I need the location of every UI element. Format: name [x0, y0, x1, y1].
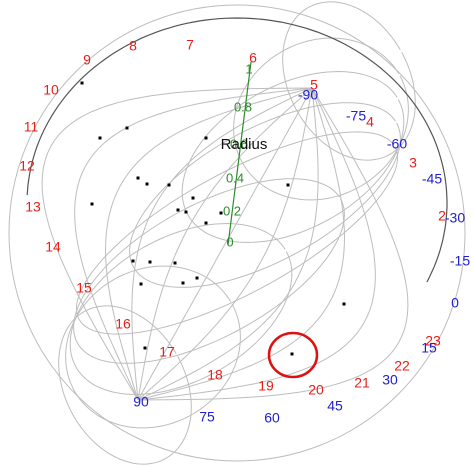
ra-tick-label: 30: [382, 372, 398, 388]
data-point: [286, 183, 290, 187]
hour-tick-label: 5: [310, 77, 318, 93]
highlight-circle: [267, 331, 319, 379]
radius-tick-label: 0.4: [226, 170, 244, 185]
hour-tick-label: 8: [129, 38, 137, 54]
ra-tick-label: -30: [445, 210, 465, 226]
radius-axis-title: Radius: [221, 136, 268, 153]
ra-tick-label: -60: [387, 136, 407, 152]
hour-tick-label: 7: [186, 37, 194, 53]
data-point: [148, 260, 152, 264]
ra-tick-label: -45: [422, 171, 442, 187]
data-point: [90, 202, 94, 206]
ra-tick-label: -90: [298, 87, 318, 103]
data-point: [290, 352, 294, 356]
data-point: [98, 136, 102, 140]
hour-tick-label: 4: [366, 114, 374, 130]
data-point: [145, 182, 149, 186]
meridian-line: [137, 87, 313, 401]
hour-tick-label: 21: [354, 375, 370, 391]
data-point: [125, 126, 129, 130]
data-point: [131, 259, 135, 263]
parallel-line: [181, 70, 405, 243]
ra-tick-label: 15: [421, 340, 437, 356]
meridian-line: [104, 87, 313, 401]
data-point: [80, 81, 84, 85]
hour-tick-label: 11: [24, 119, 39, 135]
hour-tick-label: 6: [249, 50, 257, 66]
hour-tick-label: 3: [409, 155, 417, 171]
ra-tick-label: 60: [264, 410, 280, 426]
parallel-line: [73, 178, 345, 364]
scatter-points: [80, 81, 346, 356]
hour-tick-label: 13: [25, 199, 41, 215]
meridian-line: [137, 87, 346, 401]
data-point: [204, 136, 208, 140]
annotation-marks: [267, 331, 319, 379]
data-point: [219, 211, 223, 215]
parallel-line: [58, 305, 192, 465]
parallel-line: [76, 131, 398, 335]
hour-tick-label: 14: [45, 239, 61, 255]
data-point: [342, 302, 346, 306]
data-point: [143, 346, 147, 350]
meridian-line: [74, 87, 313, 401]
hour-tick-label: 22: [394, 358, 410, 374]
hour-tick-label: 10: [43, 82, 59, 98]
meridian-line: [41, 87, 313, 401]
hour-tick-label: 16: [115, 316, 131, 332]
data-point: [191, 196, 195, 200]
radius-axis: [227, 61, 252, 246]
ra-tick-label: 0: [451, 295, 459, 311]
parallel-line: [69, 222, 293, 395]
data-point: [176, 208, 180, 212]
hour-tick-label: 19: [258, 378, 274, 394]
parallel-line: [65, 265, 241, 429]
meridian-line: [131, 87, 313, 401]
hour-tick-label: 2: [438, 208, 446, 224]
radius-tick-label: 0.8: [234, 99, 252, 114]
hour-tick-label: 23: [425, 333, 441, 349]
hour-tick-label: 18: [207, 367, 223, 383]
sphere-grid: [8, 1, 466, 465]
data-point: [181, 281, 185, 285]
data-point: [167, 183, 171, 187]
radius-tick-label: 1: [245, 61, 252, 76]
ra-tick-label: 45: [327, 398, 343, 414]
hour-tick-label: 12: [19, 158, 35, 174]
meridian-line: [137, 87, 313, 401]
meridian-line: [137, 87, 319, 401]
parallel-line: [282, 1, 416, 161]
hour-tick-label: 20: [308, 382, 324, 398]
ra-tick-label: -75: [346, 108, 366, 124]
ra-tick-label: -15: [450, 253, 470, 269]
data-point: [195, 276, 199, 280]
data-point: [139, 282, 143, 286]
parallel-line: [233, 37, 409, 201]
data-point: [184, 210, 188, 214]
sphere-outline: [8, 4, 466, 462]
radius-tick-label: 0: [226, 234, 233, 249]
parallel-line: [129, 102, 401, 288]
hour-tick-label: 17: [159, 344, 175, 360]
radius-tick-label: 0.2: [223, 203, 241, 218]
meridian-line: [137, 87, 376, 401]
ra-tick-label: 75: [199, 409, 215, 425]
radius-tick-label: 0.6: [230, 136, 248, 151]
ra-tick-label: 90: [133, 394, 149, 410]
hour-tick-label: 15: [76, 280, 92, 296]
meridian-line: [137, 87, 409, 401]
hour-tick-label: 9: [83, 52, 91, 68]
hour-circle: [26, 17, 448, 283]
data-point: [204, 221, 208, 225]
meridian-line: [137, 87, 313, 401]
data-point: [173, 261, 177, 265]
data-point: [136, 176, 140, 180]
